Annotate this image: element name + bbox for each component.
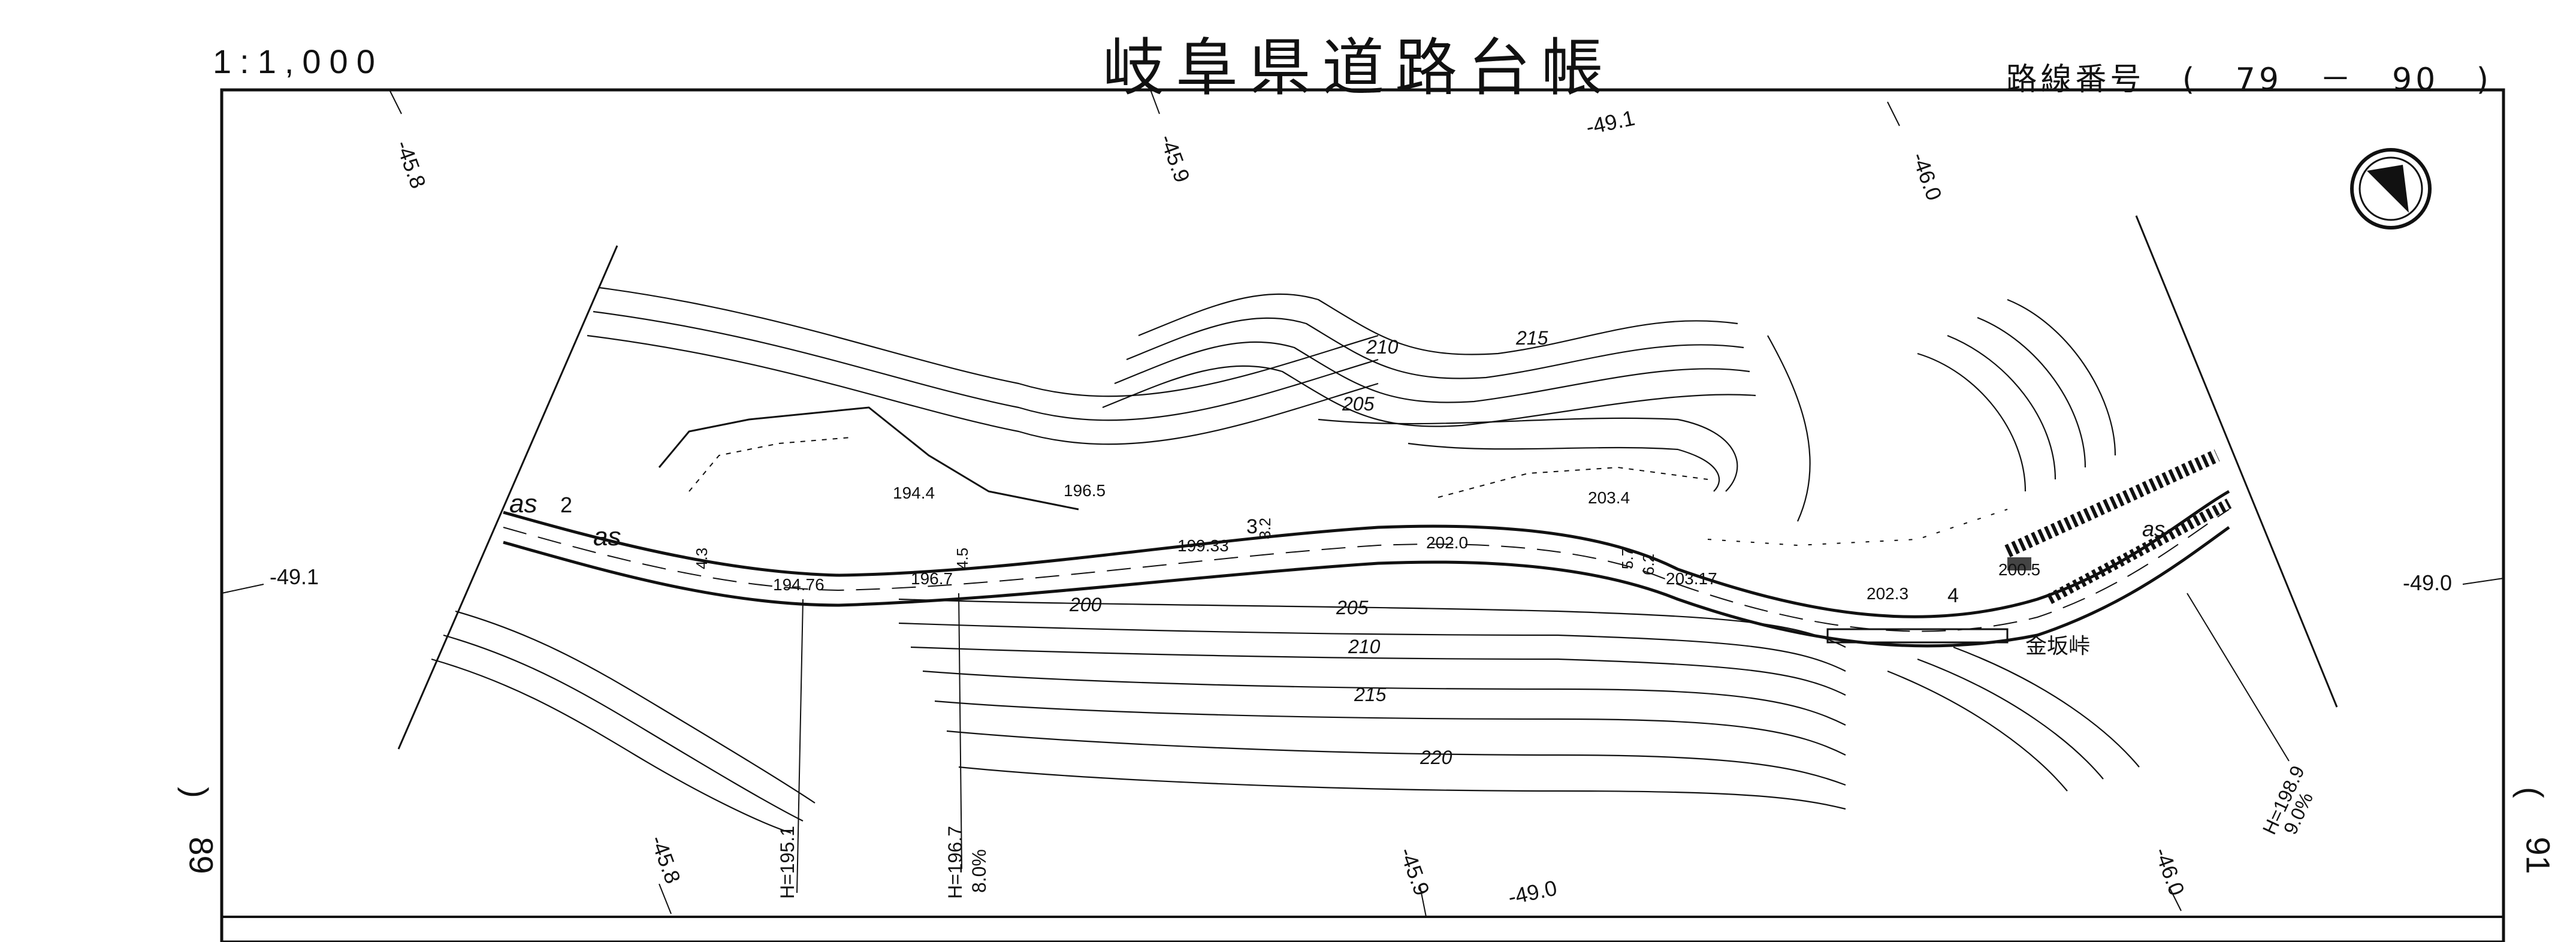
bridge-height: H=195.1 (777, 826, 798, 899)
height-leaders (796, 593, 2290, 893)
right-paren: ( (2512, 787, 2550, 798)
spot-height: 194.76 (773, 575, 825, 594)
grid-ticks (221, 89, 2504, 917)
bridge-strip (1826, 449, 2232, 644)
contours-north (587, 286, 2116, 522)
area-boundary-left (397, 245, 618, 750)
marker-2: 2 (560, 493, 572, 517)
marker-as: as (593, 522, 621, 551)
contour-label-205-north: 205 (1342, 393, 1375, 415)
map-frame (220, 88, 2505, 942)
marker-4: 4 (1947, 584, 1959, 607)
contour-label-210-north: 210 (1366, 336, 1399, 358)
bridge-height: H=196.7 (944, 826, 966, 899)
spot-height: 194.4 (893, 484, 935, 502)
map-scale: 1:1,000 (213, 43, 383, 80)
spot-height: 196.7 (911, 569, 953, 588)
contour-label-205-south: 205 (1336, 597, 1369, 618)
road-alignment (503, 490, 2230, 648)
small-number: 5.7 (1618, 548, 1636, 569)
grade: 8.0% (968, 849, 990, 893)
area-boundary-right (2135, 215, 2338, 708)
spot-height: 203.17 (1666, 569, 1717, 588)
left-paren: ) (177, 787, 215, 798)
small-number: 4.5 (953, 548, 971, 569)
contour-label-215-south: 215 (1354, 684, 1387, 705)
spot-height: 200.5 (1998, 560, 2040, 579)
left-neighbor-sheet: 89 (182, 837, 221, 874)
route-to: 90 (2392, 62, 2439, 98)
small-number: 4.3 (693, 548, 711, 569)
contour-label-200: 200 (1069, 594, 1102, 615)
route-label: 路線番号 (2006, 62, 2145, 98)
small-number: 3.2 (1256, 518, 1274, 539)
coord-bottom-4: -46.0 (2149, 844, 2190, 899)
page-title: 岐阜県道路台帳 (1103, 31, 1615, 104)
contour-label-215-north: 215 (1515, 327, 1548, 349)
coord-top-1: -45.8 (391, 137, 431, 192)
spot-height: 202.0 (1426, 533, 1468, 552)
coord-bottom-2: -45.9 (1394, 844, 1435, 899)
route-dash: － (2320, 62, 2355, 98)
spot-height: 203.4 (1588, 488, 1630, 507)
contour-label-210-south: 210 (1348, 636, 1381, 657)
marker-3: 3 (1246, 515, 1258, 538)
north-arrow-icon (2350, 148, 2432, 230)
coord-left: -49.1 (270, 564, 319, 589)
coord-top-3: -49.1 (1584, 105, 1637, 140)
marker-as: as (2142, 517, 2165, 541)
contour-label-220: 220 (1420, 747, 1452, 768)
route-from: 79 (2235, 62, 2282, 98)
place-name: 金坂峠 (2025, 633, 2090, 658)
coord-right: -49.0 (2403, 570, 2452, 595)
marker-as: as (509, 489, 537, 518)
right-neighbor-sheet: 91 (2519, 837, 2557, 874)
spot-height: 199.33 (1177, 536, 1229, 555)
spot-height: 196.5 (1064, 481, 1106, 500)
contours-south (431, 598, 2140, 834)
coord-top-4: -46.0 (1907, 149, 1947, 204)
coord-bottom-3: -49.0 (1506, 875, 1559, 910)
coord-bottom-1: -45.8 (645, 832, 685, 887)
spot-height: 202.3 (1867, 584, 1908, 603)
slope-hatching (658, 406, 2008, 547)
coord-top-2: -45.9 (1155, 131, 1195, 186)
small-number: 6.2 (1639, 554, 1657, 575)
